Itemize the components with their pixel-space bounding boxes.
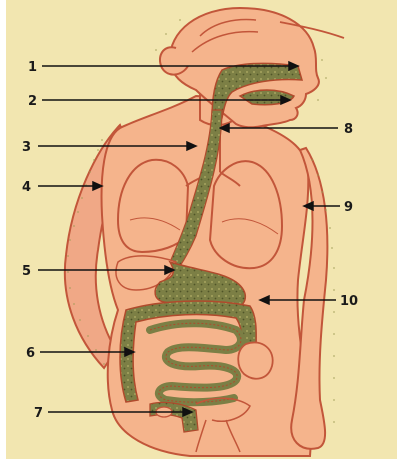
bladder [238, 342, 272, 378]
label-9: 9 [344, 200, 353, 215]
label-6: 6 [26, 346, 35, 361]
label-8: 8 [344, 122, 353, 137]
label-5: 5 [22, 264, 31, 279]
label-3: 3 [22, 140, 31, 155]
label-2: 2 [28, 94, 37, 109]
left-margin-strip [0, 0, 6, 459]
label-1: 1 [28, 60, 37, 75]
label-4: 4 [22, 180, 31, 195]
label-10: 10 [340, 294, 358, 309]
label-7: 7 [34, 406, 43, 421]
left-lung [210, 161, 282, 268]
